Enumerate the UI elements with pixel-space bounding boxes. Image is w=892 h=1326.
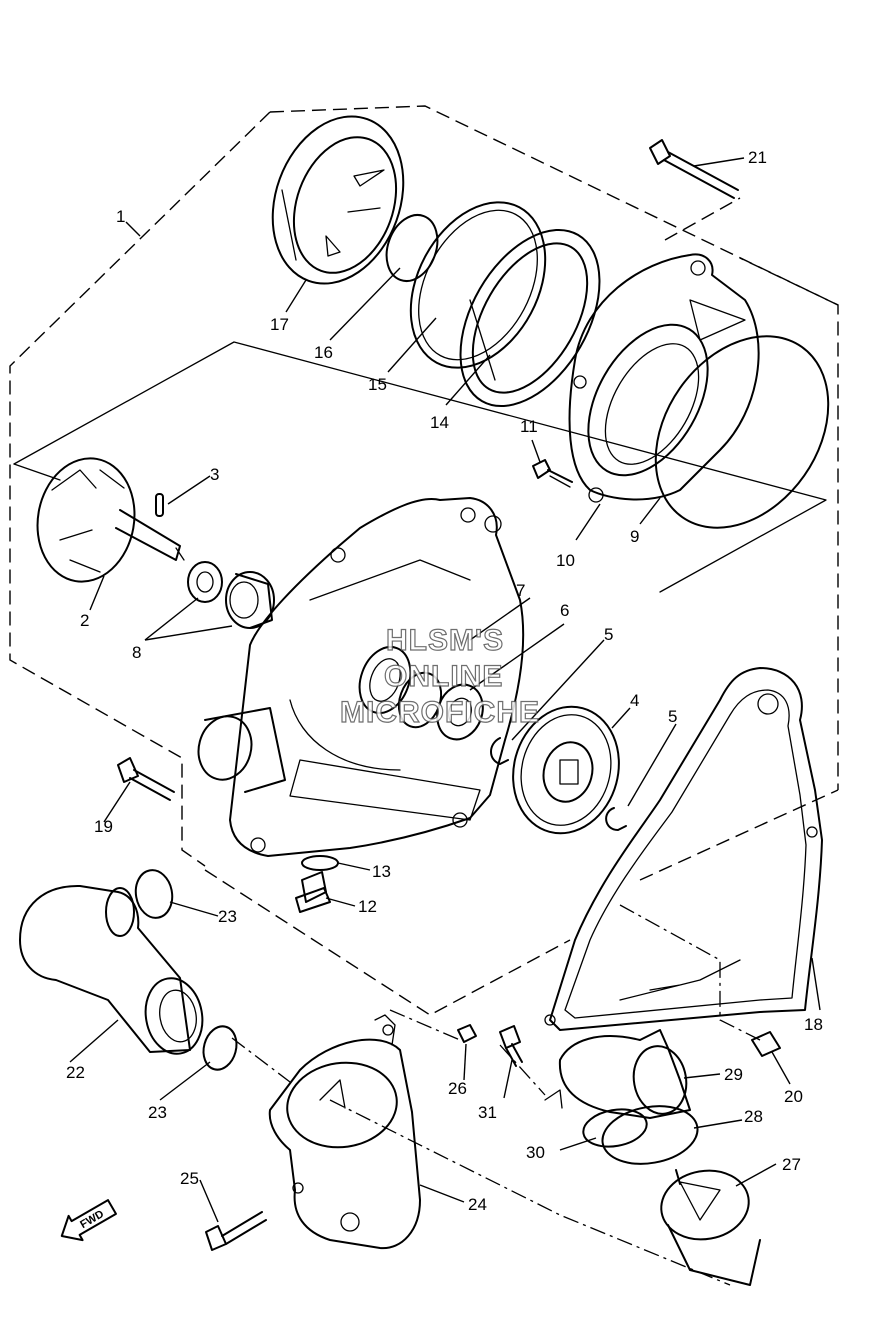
callout-10: 10 — [556, 551, 575, 570]
part-27-thermostat — [660, 1169, 761, 1286]
callout-29: 29 — [724, 1065, 743, 1084]
part-11-screw — [532, 459, 573, 488]
part-26-plug — [457, 1024, 477, 1043]
callout-23b: 23 — [148, 1103, 167, 1122]
part-10-pump-cover — [568, 253, 760, 503]
part-31-bolt — [499, 1025, 523, 1067]
callout-16: 16 — [314, 343, 333, 362]
part-25-bolt — [205, 1211, 267, 1251]
fwd-arrow-icon: FWD — [60, 1199, 117, 1242]
callout-28: 28 — [744, 1107, 763, 1126]
watermark-line-3: MICROFICHE — [340, 696, 540, 729]
watermark-line-2: ONLINE — [384, 660, 503, 693]
part-19-bolt — [117, 757, 175, 801]
callout-26: 26 — [448, 1079, 467, 1098]
part-5-circlip-a — [490, 737, 509, 765]
callout-30: 30 — [526, 1143, 545, 1162]
callout-15: 15 — [368, 375, 387, 394]
leader-lines — [69, 157, 821, 1223]
part-9-large-o-ring — [654, 335, 830, 529]
part-21-long-bolt — [649, 139, 739, 199]
callout-5b: 5 — [668, 707, 677, 726]
callout-7: 7 — [516, 581, 525, 600]
part-17-seal-ring — [271, 115, 405, 285]
watermark: HLSM'S ONLINE MICROFICHE — [339, 623, 540, 729]
part-22-elbow-pipe — [19, 884, 204, 1055]
callout-31: 31 — [478, 1103, 497, 1122]
part-20-dowel — [751, 1031, 781, 1057]
callout-19: 19 — [94, 817, 113, 836]
callout-21: 21 — [748, 148, 767, 167]
callout-14: 14 — [430, 413, 449, 432]
callout-27: 27 — [782, 1155, 801, 1174]
callout-23a: 23 — [218, 907, 237, 926]
callout-20: 20 — [784, 1087, 803, 1106]
part-18-gasket — [544, 667, 823, 1031]
part-8-seals — [187, 561, 275, 629]
part-15-o-ring — [409, 201, 547, 369]
part-16-cap — [385, 214, 439, 282]
callout-11: 11 — [520, 417, 538, 436]
part-3-pin — [155, 493, 164, 517]
callout-25: 25 — [180, 1169, 199, 1188]
part-29-thermostat-cover — [544, 1029, 691, 1119]
part-4-gear — [512, 705, 620, 835]
callout-18: 18 — [804, 1015, 823, 1034]
callout-1: 1 — [116, 207, 125, 226]
callout-13: 13 — [372, 862, 391, 881]
part-13-washer — [301, 855, 339, 871]
assembly-outline — [9, 105, 839, 1016]
callout-8: 8 — [132, 643, 141, 662]
callout-12: 12 — [358, 897, 377, 916]
callout-22: 22 — [66, 1063, 85, 1082]
callout-5a: 5 — [604, 625, 613, 644]
callout-2: 2 — [80, 611, 89, 630]
callout-4: 4 — [630, 691, 639, 710]
part-30-o-ring — [582, 1108, 648, 1148]
part-23-o-ring-b — [202, 1025, 238, 1071]
callout-17: 17 — [270, 315, 289, 334]
part-23-o-ring-a — [134, 869, 174, 919]
alignment-lines — [231, 904, 761, 1286]
pump-body — [229, 497, 525, 857]
pump-inlet-stub — [197, 707, 286, 793]
part-14-bearing-race — [459, 228, 601, 408]
callout-24: 24 — [468, 1195, 487, 1214]
part-2-impeller-shaft — [36, 457, 185, 583]
part-5-circlip-b — [605, 807, 627, 831]
callout-3: 3 — [210, 465, 219, 484]
callout-labels: 21 1 17 16 15 14 11 10 9 3 2 8 7 6 5 4 5… — [66, 148, 823, 1214]
callout-6: 6 — [560, 601, 569, 620]
impeller-subassembly-outline — [13, 341, 827, 593]
watermark-line-1: HLSM'S — [386, 624, 504, 657]
part-24-thermostat-housing — [268, 1014, 421, 1250]
part-28-o-ring — [601, 1105, 699, 1165]
part-12-plug — [295, 871, 331, 913]
callout-9: 9 — [630, 527, 639, 546]
